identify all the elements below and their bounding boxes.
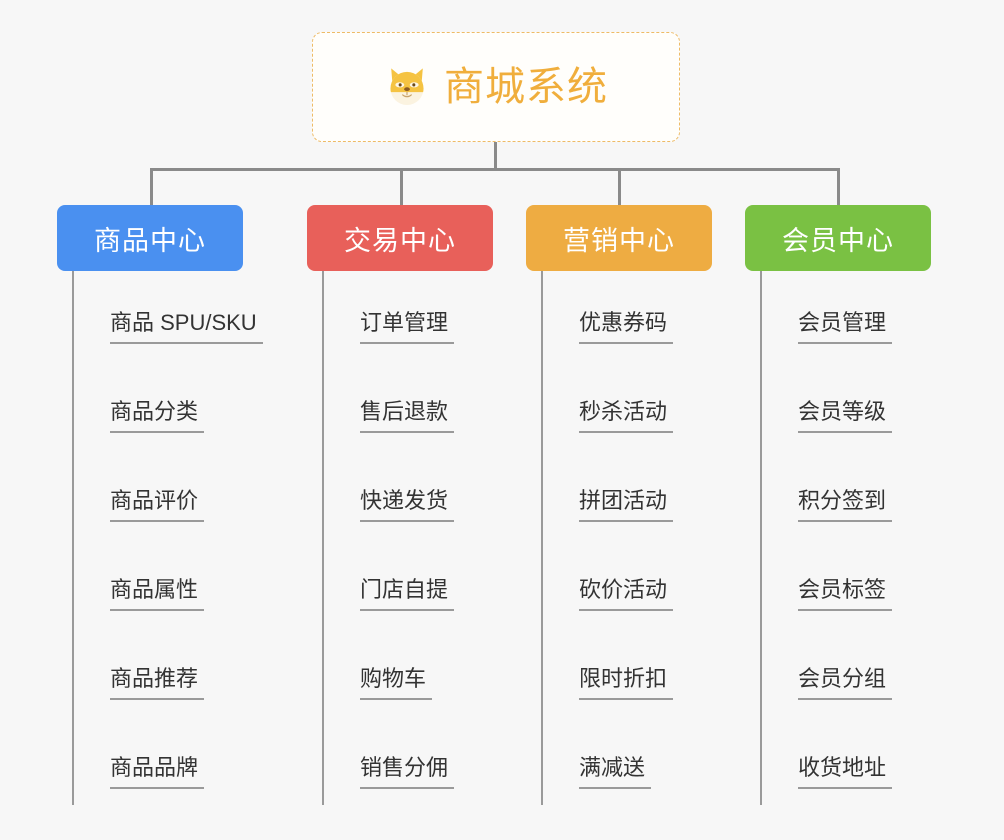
leaf-item[interactable]: 会员管理 [762,271,967,360]
leaf-label: 收货地址 [798,755,893,789]
leaf-label: 会员分组 [798,666,893,700]
leaf-label: 会员管理 [798,310,893,344]
branch-column-transaction-center: 交易中心 订单管理 售后退款 快递发货 门店自提 购物车 销售分佣 [307,205,529,805]
connector-horizontal-bus [150,168,840,171]
leaf-label: 售后退款 [360,399,455,433]
leaf-item[interactable]: 收货地址 [762,716,967,805]
category-header-product-center[interactable]: 商品中心 [57,205,243,271]
leaf-item[interactable]: 购物车 [324,627,529,716]
leaf-item[interactable]: 积分签到 [762,449,967,538]
leaf-label: 商品属性 [110,577,205,611]
leaf-label: 商品分类 [110,399,205,433]
leaf-item[interactable]: 会员标签 [762,538,967,627]
leaf-item[interactable]: 商品品牌 [74,716,279,805]
category-title: 商品中心 [94,225,206,256]
leaf-label: 秒杀活动 [579,399,674,433]
branch-column-product-center: 商品中心 商品 SPU/SKU 商品分类 商品评价 商品属性 商品推荐 商品品牌 [57,205,279,805]
leaf-list: 商品 SPU/SKU 商品分类 商品评价 商品属性 商品推荐 商品品牌 [72,271,279,805]
leaf-label: 购物车 [360,666,433,700]
leaf-label: 商品 SPU/SKU [110,310,263,344]
connector-drop-1 [150,168,153,206]
leaf-label: 限时折扣 [579,666,674,700]
category-title: 营销中心 [563,225,675,256]
leaf-list: 会员管理 会员等级 积分签到 会员标签 会员分组 收货地址 [760,271,967,805]
leaf-item[interactable]: 商品评价 [74,449,279,538]
leaf-label: 门店自提 [360,577,455,611]
leaf-label: 快递发货 [360,488,455,522]
leaf-item[interactable]: 拼团活动 [543,449,748,538]
leaf-item[interactable]: 商品 SPU/SKU [74,271,279,360]
leaf-item[interactable]: 满减送 [543,716,748,805]
leaf-item[interactable]: 门店自提 [324,538,529,627]
category-header-member-center[interactable]: 会员中心 [745,205,931,271]
leaf-label: 会员标签 [798,577,893,611]
leaf-item[interactable]: 限时折扣 [543,627,748,716]
leaf-label: 砍价活动 [579,577,674,611]
leaf-item[interactable]: 快递发货 [324,449,529,538]
branch-column-member-center: 会员中心 会员管理 会员等级 积分签到 会员标签 会员分组 收货地址 [745,205,967,805]
leaf-item[interactable]: 商品属性 [74,538,279,627]
category-header-marketing-center[interactable]: 营销中心 [526,205,712,271]
leaf-label: 会员等级 [798,399,893,433]
leaf-item[interactable]: 销售分佣 [324,716,529,805]
leaf-item[interactable]: 砍价活动 [543,538,748,627]
leaf-label: 商品品牌 [110,755,205,789]
leaf-label: 优惠券码 [579,310,674,344]
leaf-label: 销售分佣 [360,755,455,789]
leaf-label: 商品推荐 [110,666,205,700]
connector-root-stem [494,142,497,170]
leaf-item[interactable]: 商品推荐 [74,627,279,716]
category-title: 交易中心 [344,225,456,256]
leaf-label: 拼团活动 [579,488,674,522]
leaf-label: 商品评价 [110,488,205,522]
category-title: 会员中心 [782,225,894,256]
root-node-title: 商城系统 [444,65,608,109]
connector-drop-4 [837,168,840,206]
leaf-label: 满减送 [579,755,652,789]
leaf-item[interactable]: 商品分类 [74,360,279,449]
connector-drop-2 [400,168,403,206]
branch-column-marketing-center: 营销中心 优惠券码 秒杀活动 拼团活动 砍价活动 限时折扣 满减送 [526,205,748,805]
shiba-dog-face-icon [390,68,424,105]
leaf-item[interactable]: 售后退款 [324,360,529,449]
root-node-shop-system[interactable]: 商城系统 [312,32,680,142]
leaf-item[interactable]: 会员等级 [762,360,967,449]
leaf-label: 订单管理 [360,310,455,344]
leaf-list: 订单管理 售后退款 快递发货 门店自提 购物车 销售分佣 [322,271,529,805]
category-header-transaction-center[interactable]: 交易中心 [307,205,493,271]
leaf-item[interactable]: 会员分组 [762,627,967,716]
connector-drop-3 [618,168,621,206]
leaf-item[interactable]: 秒杀活动 [543,360,748,449]
leaf-item[interactable]: 优惠券码 [543,271,748,360]
leaf-label: 积分签到 [798,488,893,522]
leaf-list: 优惠券码 秒杀活动 拼团活动 砍价活动 限时折扣 满减送 [541,271,748,805]
leaf-item[interactable]: 订单管理 [324,271,529,360]
